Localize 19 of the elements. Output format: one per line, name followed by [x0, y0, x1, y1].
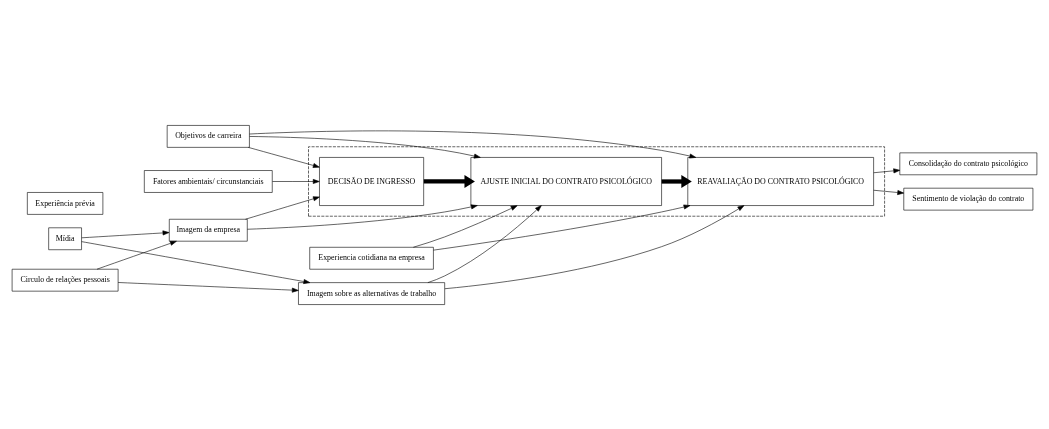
arrow: [272, 178, 320, 184]
arrow: [413, 204, 518, 248]
arrow: [247, 203, 478, 230]
cluster: [308, 145, 885, 217]
arrow: [96, 240, 177, 269]
arrow: [249, 130, 697, 158]
arrow: [117, 281, 299, 293]
arrow: [81, 240, 311, 284]
arrow: [661, 174, 692, 188]
arrow: [248, 146, 320, 168]
arrow: [81, 230, 170, 238]
arrow: [423, 174, 475, 188]
arrow: [249, 135, 481, 158]
arrow: [873, 167, 901, 173]
arrow: [427, 204, 542, 283]
arrow: [444, 204, 745, 289]
arrow: [433, 204, 691, 250]
arrow: [873, 189, 905, 195]
arrow: [245, 195, 320, 220]
